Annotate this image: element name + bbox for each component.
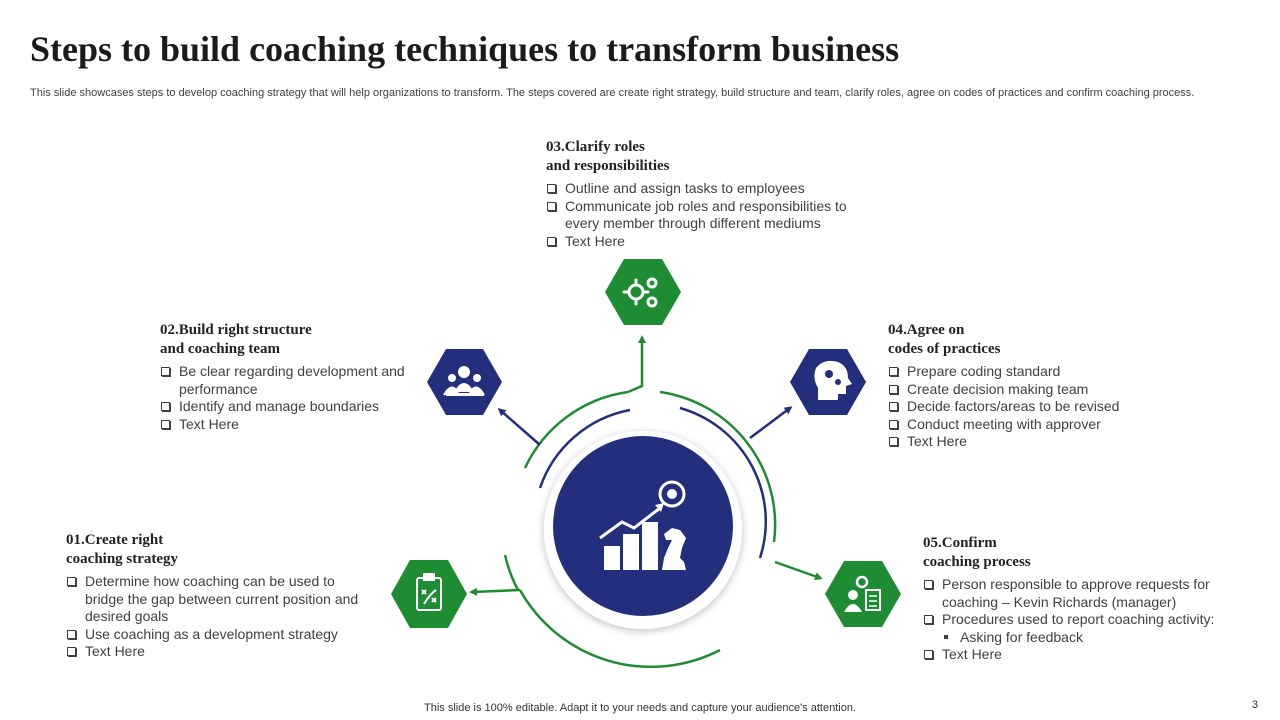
step-01-title: 01.Create right coaching strategy xyxy=(66,532,179,567)
step-04-list: Prepare coding standard Create decision … xyxy=(888,363,1158,451)
list-subitem: Asking for feedback xyxy=(923,629,1223,647)
person-checklist-icon xyxy=(844,575,881,612)
step-03-title: 03.Clarify roles and responsibilities xyxy=(546,139,670,174)
list-item: Prepare coding standard xyxy=(888,363,1158,381)
list-item: Create decision making team xyxy=(888,381,1158,399)
head-idea-icon xyxy=(814,360,852,400)
list-item: Communicate job roles and responsibiliti… xyxy=(546,198,866,233)
connector-arrows xyxy=(469,335,823,596)
circuit-rings xyxy=(503,390,777,669)
step-04-title: 04.Agree on codes of practices xyxy=(888,322,1001,357)
step-02-title: 02.Build right structure and coaching te… xyxy=(160,322,312,357)
list-item: Text Here xyxy=(66,643,366,661)
step-03-list: Outline and assign tasks to employees Co… xyxy=(546,180,866,250)
list-item: Be clear regarding development and perfo… xyxy=(160,363,410,398)
slide-subtitle: This slide showcases steps to develop co… xyxy=(30,87,1195,99)
list-item: Text Here xyxy=(546,233,866,251)
clipboard-strategy-icon xyxy=(416,573,442,611)
list-item: Outline and assign tasks to employees xyxy=(546,180,866,198)
list-item: Text Here xyxy=(888,433,1158,451)
list-item: Text Here xyxy=(160,416,410,434)
step-04-block: 04.Agree on codes of practices Prepare c… xyxy=(888,321,1158,451)
slide-footer: This slide is 100% editable. Adapt it to… xyxy=(424,702,856,714)
step-05-block: 05.Confirm coaching process Person respo… xyxy=(923,534,1223,664)
step-05-title: 05.Confirm coaching process xyxy=(923,535,1031,570)
list-item: Text Here xyxy=(923,646,1223,664)
list-item: Conduct meeting with approver xyxy=(888,416,1158,434)
step-03-block: 03.Clarify roles and responsibilities Ou… xyxy=(546,138,866,250)
team-icon xyxy=(443,366,485,396)
step-hexagon-04 xyxy=(790,349,866,415)
list-item: Procedures used to report coaching activ… xyxy=(923,611,1223,629)
step-hexagon-03 xyxy=(605,259,681,325)
gears-icon xyxy=(622,277,658,308)
step-02-block: 02.Build right structure and coaching te… xyxy=(160,321,410,433)
list-item: Identify and manage boundaries xyxy=(160,398,410,416)
step-hexagon-01 xyxy=(391,560,467,628)
step-01-list: Determine how coaching can be used to br… xyxy=(66,573,366,661)
step-02-list: Be clear regarding development and perfo… xyxy=(160,363,410,433)
list-item: Determine how coaching can be used to br… xyxy=(66,573,366,626)
list-item: Person responsible to approve requests f… xyxy=(923,576,1223,611)
growth-chart-chess-knight-icon xyxy=(599,480,686,570)
step-01-block: 01.Create right coaching strategy Determ… xyxy=(66,531,366,661)
slide-title: Steps to build coaching techniques to tr… xyxy=(30,29,900,69)
step-hexagon-05 xyxy=(825,561,901,627)
list-item: Decide factors/areas to be revised xyxy=(888,398,1158,416)
step-05-list: Person responsible to approve requests f… xyxy=(923,576,1223,664)
center-hub xyxy=(544,431,742,629)
list-item: Use coaching as a development strategy xyxy=(66,626,366,644)
step-hexagon-02 xyxy=(427,349,502,415)
page-number: 3 xyxy=(1251,699,1258,711)
